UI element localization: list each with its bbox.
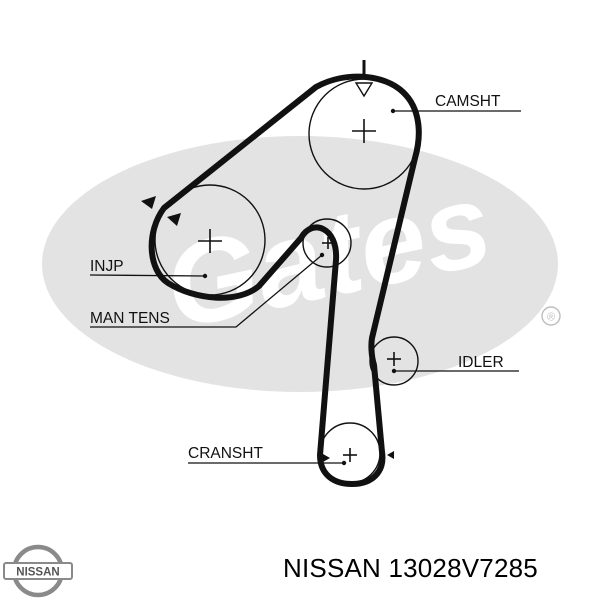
nissan-logo-bar <box>3 562 73 580</box>
injp-leader-dot <box>202 273 208 279</box>
crank-timing-mark-right <box>387 451 394 459</box>
crank-timing-mark-left <box>323 454 330 462</box>
camshaft-timing-arrow <box>354 82 374 98</box>
injection-pump-label: INJP <box>90 258 124 275</box>
nissan-logo: NISSAN <box>3 544 73 598</box>
manual-tensioner-center-mark <box>322 237 334 249</box>
idler-center-mark <box>387 352 401 366</box>
camshaft-center-mark <box>352 119 376 143</box>
crankshaft-label: CRANSHT <box>188 445 263 462</box>
injp-timing-mark-inner <box>167 213 181 226</box>
man-tens-leader <box>90 254 323 328</box>
caption-part-number: 13028V7285 <box>388 553 538 583</box>
part-caption: NISSAN 13028V7285 <box>283 553 538 584</box>
man-tens-leader-dot <box>319 252 325 258</box>
manual-tensioner-pulley <box>302 218 352 268</box>
manual-tensioner-label: MAN TENS <box>90 310 170 327</box>
idler-leader-dot <box>391 368 397 374</box>
injection-pump-center-mark <box>198 229 222 253</box>
registered-mark: ® <box>547 312 555 324</box>
injp-timing-mark-outer <box>141 196 156 209</box>
crankshaft-leader-dot <box>341 460 347 466</box>
timing-belt <box>148 73 422 487</box>
camshaft-leader-dot <box>390 108 396 114</box>
crankshaft-center-mark <box>343 448 357 462</box>
nissan-logo-text: NISSAN <box>16 567 59 579</box>
injp-leader <box>89 274 206 277</box>
camshaft-label: CAMSHT <box>435 93 501 110</box>
timing-marks <box>141 60 394 462</box>
registered-circle <box>541 306 561 326</box>
idler-label: IDLER <box>458 354 504 371</box>
caption-brand: NISSAN <box>283 553 382 583</box>
